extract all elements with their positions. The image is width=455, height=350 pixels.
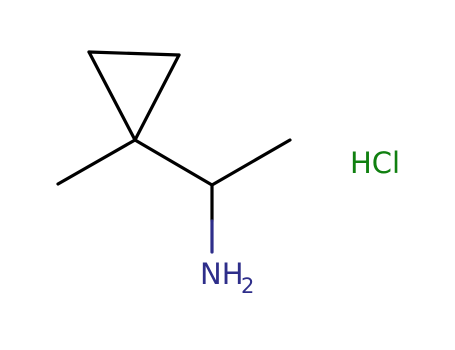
bond-ring-left: [87, 50, 137, 142]
amine-subscript: 2: [241, 274, 254, 298]
bond-ring-top: [87, 50, 181, 57]
bond-ch-methyl: [210, 138, 292, 187]
bond-ring-right: [133, 53, 181, 142]
hcl-label: HCl: [350, 146, 400, 180]
bond-ring-methyl: [56, 138, 137, 186]
bond-ring-ch: [133, 138, 214, 187]
amine-label: NH: [200, 257, 244, 291]
